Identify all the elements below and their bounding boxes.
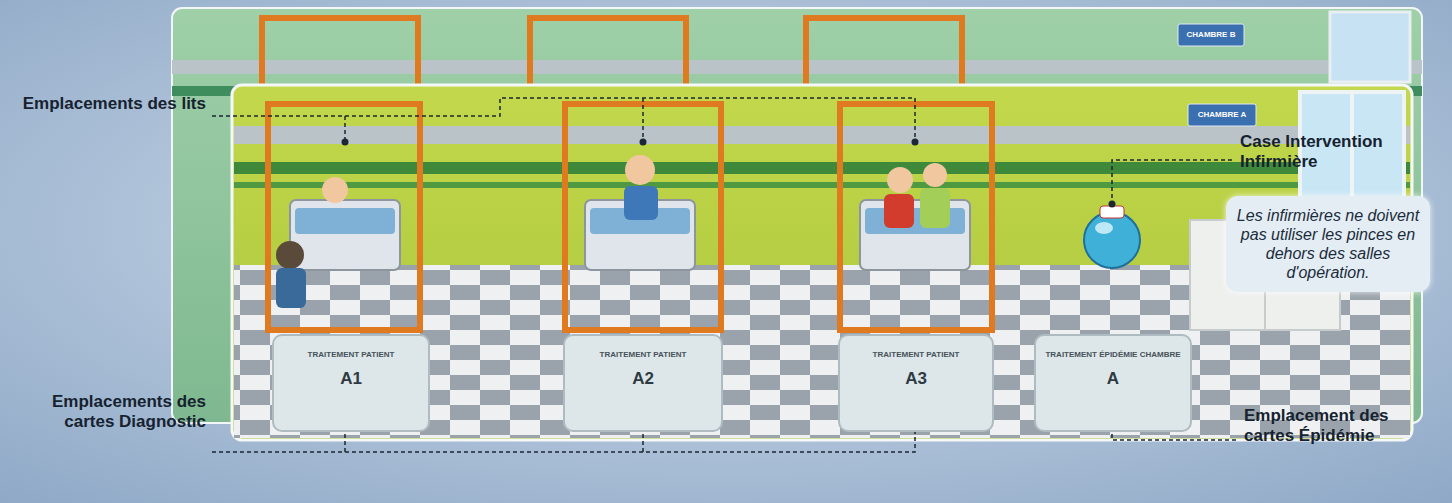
leader-dots — [342, 139, 1116, 422]
slot-code: A2 — [569, 368, 717, 390]
note-text: Les infirmières ne doivent pas utiliser … — [1236, 206, 1420, 282]
slot-caption: TRAITEMENT PATIENT — [844, 350, 988, 360]
slot-code: A — [1040, 368, 1186, 390]
card-slot: TRAITEMENT PATIENT A3 — [838, 334, 994, 432]
card-slot: TRAITEMENT PATIENT A1 — [272, 334, 430, 432]
card-slot: TRAITEMENT ÉPIDÉMIE CHAMBRE A — [1034, 334, 1192, 432]
slot-caption: TRAITEMENT PATIENT — [278, 350, 424, 360]
card-slot: TRAITEMENT PATIENT A2 — [563, 334, 723, 432]
callout-label: Emplacements des lits — [4, 94, 206, 114]
slot-code: A1 — [278, 368, 424, 390]
slot-code: A3 — [844, 368, 988, 390]
slot-caption: TRAITEMENT ÉPIDÉMIE CHAMBRE — [1040, 350, 1186, 360]
note-box: Les infirmières ne doivent pas utiliser … — [1226, 196, 1430, 292]
callout-label: Case Intervention Infirmière — [1240, 132, 1440, 172]
leader-lines — [212, 98, 1236, 452]
callout-label: Emplacement des cartes Épidémie — [1244, 406, 1434, 446]
room-sign: CHAMBRE B — [1178, 30, 1244, 40]
slot-caption: TRAITEMENT PATIENT — [569, 350, 717, 360]
callout-label: Emplacements des cartes Diagnostic — [4, 392, 206, 432]
room-sign: CHAMBRE A — [1188, 110, 1256, 120]
